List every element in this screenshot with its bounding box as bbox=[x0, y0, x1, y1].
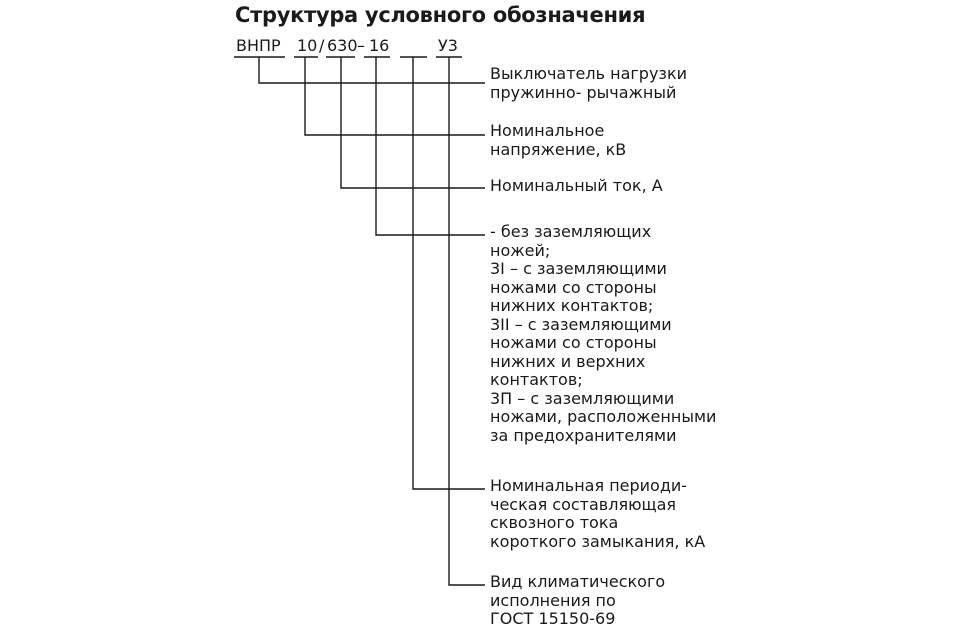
label-rated-current: Номинальный ток, А bbox=[490, 176, 663, 195]
leader-grounding bbox=[412, 57, 485, 490]
label-climate: Вид климатического исполнения по ГОСТ 15… bbox=[490, 572, 666, 628]
code-breaking: 16 bbox=[369, 36, 390, 55]
code-current: 630 bbox=[327, 36, 358, 55]
code-slash: / bbox=[319, 36, 325, 55]
code-series: ВНПР bbox=[236, 36, 281, 55]
leader-climate bbox=[448, 57, 485, 586]
leader-rated-current bbox=[340, 57, 485, 189]
code-dash: – bbox=[357, 36, 365, 55]
label-switch-type: Выключатель нагрузки пружинно- рычажный bbox=[490, 64, 687, 102]
label-rated-voltage: Номинальное напряжение, кВ bbox=[490, 121, 627, 159]
leader-switch-type bbox=[258, 57, 485, 84]
label-through-current: Номинальная периоди- ческая составляющая… bbox=[490, 476, 706, 551]
code-climate: У3 bbox=[438, 36, 458, 55]
diagram-title: Структура условного обозначения bbox=[235, 3, 646, 27]
leader-rated-voltage bbox=[304, 57, 485, 136]
label-grounding: - без заземляющих ножей; 3I – с заземляю… bbox=[490, 222, 717, 445]
code-voltage: 10 bbox=[297, 36, 318, 55]
